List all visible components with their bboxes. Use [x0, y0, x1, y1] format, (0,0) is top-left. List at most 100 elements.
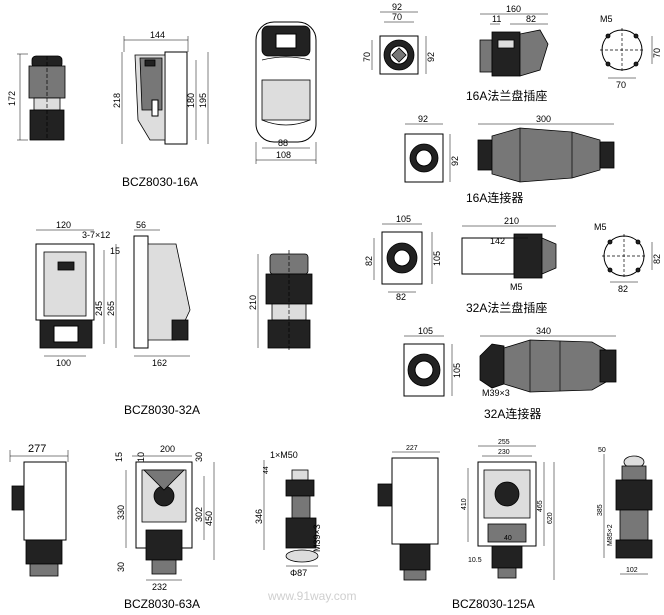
bcz8030-125a-plug-drawing: [603, 454, 653, 575]
dim-210-b: 210: [504, 216, 519, 226]
dim-30-a: 30: [194, 452, 204, 462]
dim-340: 340: [536, 326, 551, 336]
dim-15-b: 15: [114, 452, 124, 462]
bcz8030-16a-plug-drawing: [17, 53, 66, 141]
dim-302: 302: [194, 507, 204, 522]
16a-coupler-side: [477, 123, 615, 183]
dim-265: 265: [106, 301, 116, 316]
32a-flange-mounting-hole-pattern: [602, 234, 653, 283]
dim-82-e: 82: [652, 254, 662, 264]
caption-bcz8030-125a: BCZ8030-125A: [452, 597, 535, 611]
16a-flange-socket-front: [371, 11, 427, 75]
bcz8030-16a-front-drawing: [255, 21, 317, 164]
bcz8030-32a-plug-drawing: [257, 250, 313, 352]
dim-102: 102: [626, 567, 638, 574]
dim-15: 15: [110, 246, 120, 256]
label-m5-a: M5: [600, 14, 613, 24]
dim-44: 44: [263, 466, 270, 474]
bcz8030-125a-front-drawing: [467, 445, 555, 580]
bcz8030-32a-front-drawing: [35, 229, 117, 357]
dim-10-5: 10.5: [468, 557, 482, 564]
dim-385: 385: [597, 504, 604, 516]
caption-16a-coupler: 16A连接器: [466, 190, 523, 205]
dim-105-a: 105: [396, 214, 411, 224]
dim-82-d: 82: [618, 284, 628, 294]
dim-105-d: 105: [452, 363, 462, 378]
dim-92-b: 92: [426, 52, 436, 62]
dim-92-a: 92: [392, 2, 402, 12]
dim-120: 120: [56, 220, 71, 230]
caption-32a-flange-socket: 32A法兰盘插座: [466, 300, 547, 315]
16a-coupler-front: [404, 123, 451, 183]
bcz8030-125a-side-drawing: [377, 451, 440, 581]
dim-200: 200: [160, 444, 175, 454]
dim-142: 142: [490, 236, 505, 246]
dim-phi87: Φ87: [290, 568, 307, 578]
dim-30-b: 30: [116, 562, 126, 572]
dim-40: 40: [504, 535, 512, 542]
32a-coupler-front: [403, 335, 453, 397]
dim-227: 227: [406, 445, 418, 452]
dim-620: 620: [547, 512, 554, 524]
caption-16a-flange-socket: 16A法兰盘插座: [466, 88, 547, 103]
dim-410: 410: [461, 498, 468, 510]
dim-108: 108: [276, 150, 291, 160]
dim-232: 232: [152, 582, 167, 592]
dim-346: 346: [254, 509, 264, 524]
32a-flange-socket-front: [373, 223, 433, 293]
label-1xm50: 1×M50: [270, 450, 298, 460]
caption-bcz8030-16a: BCZ8030-16A: [122, 175, 198, 189]
32a-flange-socket-side: [461, 225, 557, 279]
dim-465: 465: [537, 500, 544, 512]
dim-88: 88: [278, 138, 288, 148]
caption-32a-coupler: 32A连接器: [484, 406, 541, 421]
dim-195: 195: [198, 93, 208, 108]
dim-70-b: 70: [362, 52, 372, 62]
label-m85x2: M85×2: [607, 524, 614, 546]
32a-coupler-side: [479, 335, 617, 393]
dim-11: 11: [492, 14, 501, 24]
16a-flange-mounting-hole-pattern: [600, 28, 653, 79]
dim-105-b: 105: [432, 251, 442, 266]
dim-105-c: 105: [418, 326, 433, 336]
dim-70-a: 70: [392, 12, 402, 22]
label-m5-b: M5: [510, 282, 523, 292]
label-m39x3-a: M39×3: [482, 388, 510, 398]
dim-92-d: 92: [450, 156, 460, 166]
bcz8030-32a-side-drawing: [133, 229, 191, 357]
dim-144: 144: [150, 30, 165, 40]
dim-245: 245: [94, 301, 104, 316]
dim-10: 10: [136, 452, 146, 462]
label-m5-c: M5: [594, 222, 607, 232]
dim-100: 100: [56, 358, 71, 368]
dim-210-a: 210: [248, 295, 258, 310]
dim-277: 277: [28, 443, 46, 455]
dim-160: 160: [506, 4, 521, 14]
label-3-7x12: 3-7×12: [82, 230, 110, 240]
dim-330: 330: [116, 505, 126, 520]
bcz8030-16a-side-drawing: [121, 36, 209, 145]
dim-300: 300: [536, 114, 551, 124]
dim-70-c: 70: [616, 80, 626, 90]
16a-flange-socket-side: [479, 13, 549, 77]
dim-450: 450: [204, 511, 214, 526]
dim-255: 255: [498, 439, 510, 446]
dim-82-b: 82: [364, 256, 374, 266]
label-m39x3-b: M39×3: [312, 524, 322, 552]
dim-50: 50: [598, 447, 606, 454]
bcz8030-63a-plug-drawing: [263, 460, 319, 567]
dim-82-a: 82: [526, 14, 536, 24]
caption-bcz8030-32a: BCZ8030-32A: [124, 403, 200, 417]
dim-70-d: 70: [652, 48, 662, 58]
bcz8030-63a-front-drawing: [125, 455, 215, 581]
dim-82-c: 82: [396, 292, 406, 302]
watermark: www.91way.com: [267, 589, 356, 603]
bcz8030-63a-side-drawing: [9, 450, 69, 577]
dim-92-c: 92: [418, 114, 428, 124]
dim-172: 172: [7, 91, 17, 106]
dim-218: 218: [112, 93, 122, 108]
dim-230: 230: [498, 449, 510, 456]
dim-56: 56: [136, 220, 146, 230]
dim-180: 180: [186, 93, 196, 108]
